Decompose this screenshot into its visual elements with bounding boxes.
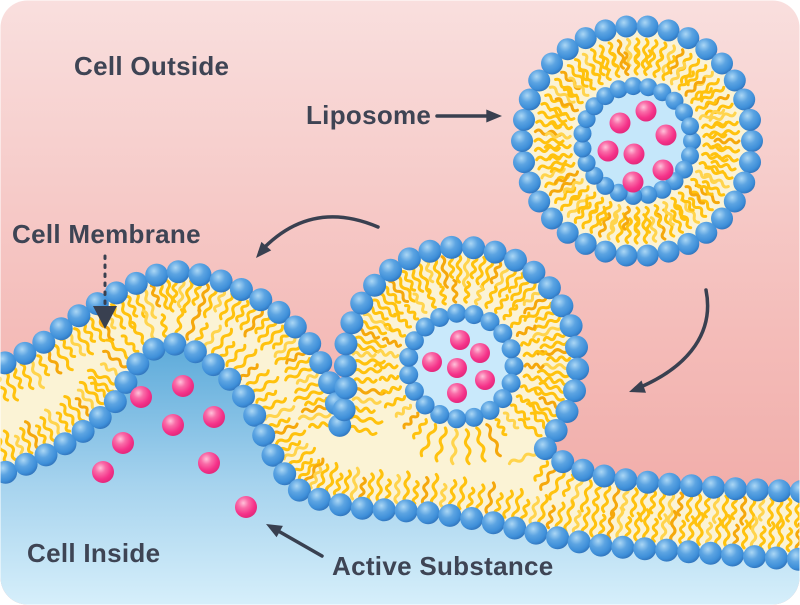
approach-curved-arrow [634, 288, 710, 391]
label-liposome: Liposome [306, 100, 431, 130]
label-cell-inside: Cell Inside [27, 538, 160, 568]
cell-inside-region [0, 344, 800, 605]
membrane-tails [0, 253, 800, 553]
membrane-beads [0, 235, 800, 571]
active-substance-arrow [271, 526, 324, 558]
diagram-labels: Cell Outside Liposome Cell Membrane Cell… [12, 51, 554, 581]
label-cell-membrane: Cell Membrane [12, 219, 201, 249]
liposome [511, 15, 763, 267]
label-active-substance: Active Substance [332, 551, 554, 581]
active-substance-spheres [92, 375, 257, 518]
membrane-pointer-head [93, 306, 117, 329]
annotation-arrows [93, 109, 710, 558]
label-cell-outside: Cell Outside [74, 51, 229, 81]
fusing-vesicle [373, 278, 548, 466]
uptake-curved-arrow [258, 215, 380, 254]
